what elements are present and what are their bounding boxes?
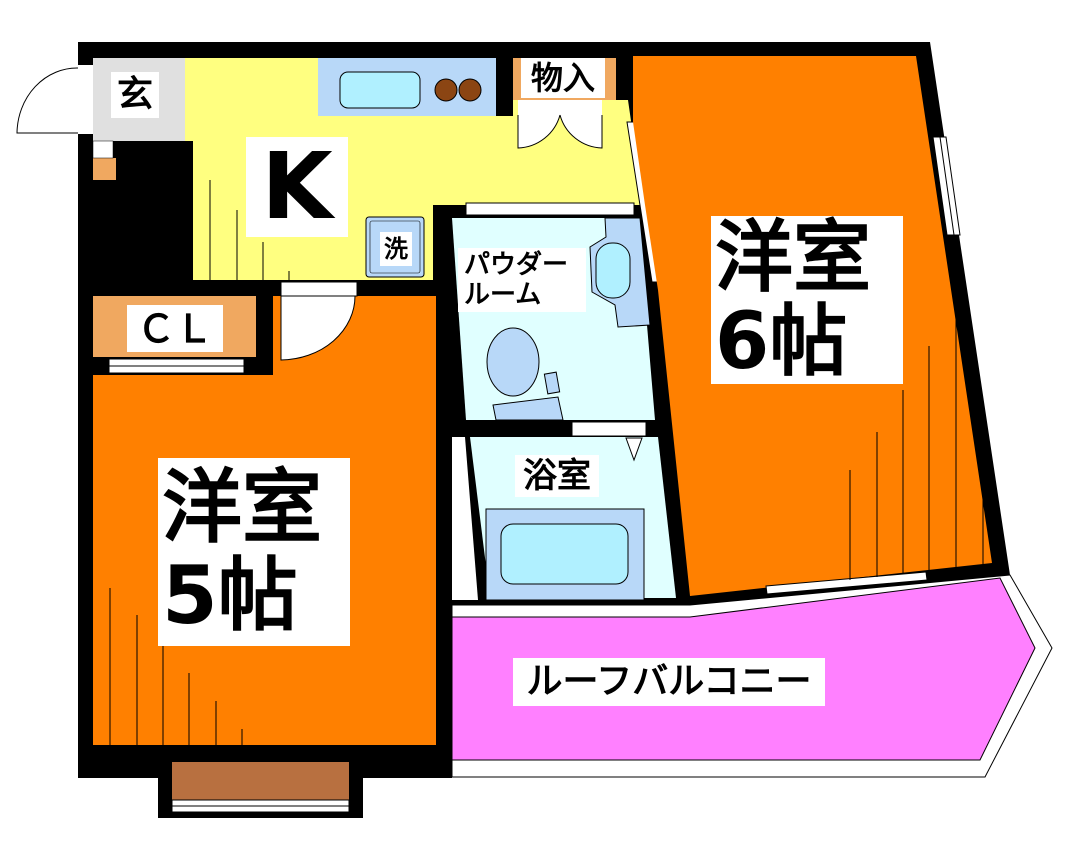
powder-room-line1: パウダー bbox=[464, 250, 569, 280]
room5-door-opening bbox=[280, 281, 358, 297]
storage-label: 物入 bbox=[521, 58, 605, 98]
entrance-label: 玄 bbox=[111, 72, 159, 118]
entrance-door-opening bbox=[78, 65, 93, 134]
washer-label: 洗 bbox=[380, 232, 412, 266]
powder-room-label: パウダー ルーム bbox=[458, 248, 586, 312]
shoe-box bbox=[93, 158, 116, 180]
closet-label: ＣＬ bbox=[127, 305, 223, 352]
bathroom-label: 浴室 bbox=[515, 455, 599, 497]
toilet-tank bbox=[492, 396, 564, 421]
western-room-5-size: 5帖 bbox=[162, 549, 298, 642]
bay-floor bbox=[172, 762, 349, 800]
kitchen-label: K bbox=[246, 137, 348, 237]
balcony-label: ルーフバルコニー bbox=[513, 658, 825, 706]
kitchen-counter-wall bbox=[496, 58, 513, 116]
powder-door bbox=[465, 202, 635, 216]
powder-room-line2: ルーム bbox=[464, 280, 542, 310]
western-room-6-type: 洋室 bbox=[715, 213, 872, 303]
western-room-5-label: 洋室 5帖 bbox=[158, 458, 350, 646]
bathtub-basin bbox=[500, 523, 629, 585]
stove-burner-1 bbox=[434, 78, 458, 102]
room5-door-swing bbox=[280, 295, 356, 361]
western-room-5-type: 洋室 bbox=[162, 461, 322, 554]
kitchen-sink bbox=[339, 71, 421, 109]
storage-doors bbox=[518, 100, 602, 115]
western-room-6-label: 洋室 6帖 bbox=[711, 216, 903, 384]
vanity-basin bbox=[595, 242, 631, 299]
entrance-door-swing bbox=[16, 67, 79, 134]
toilet-bowl bbox=[486, 327, 540, 397]
western-room-6-size: 6帖 bbox=[715, 297, 848, 387]
bathroom-door bbox=[571, 421, 647, 437]
stove-burner-2 bbox=[458, 78, 482, 102]
south-window-6 bbox=[765, 571, 928, 595]
